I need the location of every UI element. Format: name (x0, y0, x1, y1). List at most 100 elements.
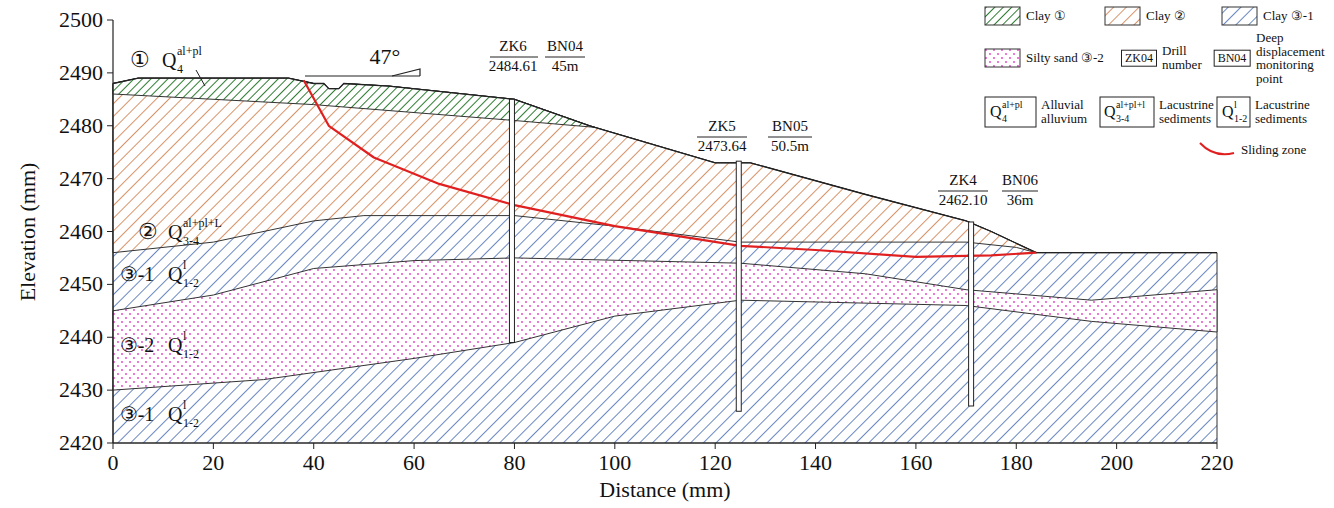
axis-title: Elevation (mm) (16, 163, 39, 302)
borehole-label: ZK4 (949, 173, 977, 189)
axis-title: Distance (mm) (599, 478, 730, 501)
stratum-label: ③-2 (120, 335, 155, 356)
borehole-label: 2473.64 (698, 139, 747, 155)
silty-sand-layer (113, 258, 1217, 390)
tick-label: 2490 (59, 61, 103, 84)
tick-label: 2420 (59, 431, 103, 454)
legend-symbol: al+pl+l (1116, 100, 1145, 111)
borehole-label: ZK5 (708, 119, 736, 135)
legend-symbol: al+pl (1002, 100, 1023, 111)
stratum-label: 3-4 (183, 235, 199, 248)
tick-label: 2460 (59, 220, 103, 243)
stratum-label: 1-2 (183, 417, 199, 430)
tick-mark (1116, 443, 1117, 449)
tick-label: 220 (1201, 451, 1234, 474)
tick-mark (113, 443, 114, 449)
legend-text: Clay ② (1146, 9, 1186, 23)
dip-symbol (305, 75, 420, 76)
tick-mark (614, 443, 615, 449)
borehole-label: 50.5m (771, 139, 809, 155)
legend-symbol: Q (1222, 104, 1234, 121)
tick-label: 0 (108, 451, 119, 474)
tick-mark (715, 443, 716, 449)
tick-label: 40 (303, 451, 325, 474)
legend-symbol: l (1234, 100, 1237, 111)
dip-angle: 47° (370, 45, 401, 68)
stratum-label: 4 (177, 63, 183, 76)
stratum-label: Q (168, 335, 182, 356)
stratum-label: 1-2 (183, 348, 199, 361)
stratum-label: ③-1 (120, 404, 155, 425)
borehole-label: 2462.10 (939, 193, 988, 209)
legend-symbol: ZK04 (1121, 50, 1157, 67)
tick-mark (107, 231, 113, 232)
tick-mark (915, 443, 916, 449)
tick-label: 2430 (59, 379, 103, 402)
fraction-line (938, 191, 988, 192)
legend-swatch (1200, 143, 1234, 154)
tick-mark (414, 443, 415, 449)
tick-mark (107, 337, 113, 338)
fraction-line (545, 57, 585, 58)
borehole-label: BN04 (547, 39, 583, 55)
borehole-label: ZK6 (499, 39, 527, 55)
tick-mark (107, 443, 113, 444)
x-axis (113, 442, 1217, 443)
fraction-line (697, 137, 747, 138)
tick-label: 80 (503, 451, 525, 474)
legend-text: Lacustrine sediments (1159, 98, 1217, 125)
stratum-label: al+pl (177, 45, 202, 58)
legend-symbol: Q (1104, 104, 1116, 121)
tick-label: 2500 (59, 8, 103, 31)
tick-label: 200 (1100, 451, 1133, 474)
legend-text: Drill number (1162, 44, 1210, 71)
tick-mark (815, 443, 816, 449)
fraction-line (768, 137, 812, 138)
tick-mark (107, 390, 113, 391)
stratum-label: 1-2 (183, 277, 199, 290)
legend-swatch (1222, 7, 1257, 25)
tick-mark (313, 443, 314, 449)
tick-mark (107, 125, 113, 126)
legend-symbol-box (1100, 97, 1154, 127)
annotations (107, 20, 1250, 449)
tick-label: 120 (699, 451, 732, 474)
tick-label: 160 (899, 451, 932, 474)
legend-swatch (985, 49, 1020, 67)
legend-text: Clay ③-1 (1263, 9, 1314, 23)
leader-line (196, 70, 205, 86)
stratum-label: ① (130, 48, 150, 71)
legend-swatch (1105, 7, 1140, 25)
stratum-label: Q (168, 264, 182, 285)
tick-mark (213, 443, 214, 449)
fraction-line (1002, 191, 1038, 192)
tick-label: 140 (799, 451, 832, 474)
legend-symbol: 4 (1002, 114, 1007, 125)
legend-symbol: 1-2 (1234, 114, 1247, 125)
tick-mark (107, 20, 113, 21)
stratum-label: ③-1 (120, 264, 155, 285)
legend-text: Silty sand ③-2 (1026, 51, 1104, 65)
borehole-label: 2484.61 (489, 59, 538, 75)
tick-label: 100 (598, 451, 631, 474)
legend-symbol: 3-4 (1116, 114, 1129, 125)
tick-label: 2440 (59, 326, 103, 349)
borehole-label: 36m (1007, 193, 1034, 209)
stratum-label: Q (168, 404, 182, 425)
dip-symbol (392, 69, 420, 76)
borehole (736, 161, 741, 411)
fraction-line (490, 57, 538, 58)
borehole (969, 222, 974, 406)
tick-label: 180 (1000, 451, 1033, 474)
legend-text: Alluvial alluvium (1041, 98, 1097, 125)
borehole-label: 45m (552, 59, 579, 75)
stratum-label: l (183, 399, 186, 412)
strata (113, 78, 1217, 443)
tick-label: 2480 (59, 114, 103, 137)
tick-mark (514, 443, 515, 449)
stratum-label: Q (162, 50, 176, 71)
borehole (509, 99, 514, 342)
stratum-label: al+pl+L (183, 217, 222, 230)
sliding-zone (304, 80, 1037, 257)
